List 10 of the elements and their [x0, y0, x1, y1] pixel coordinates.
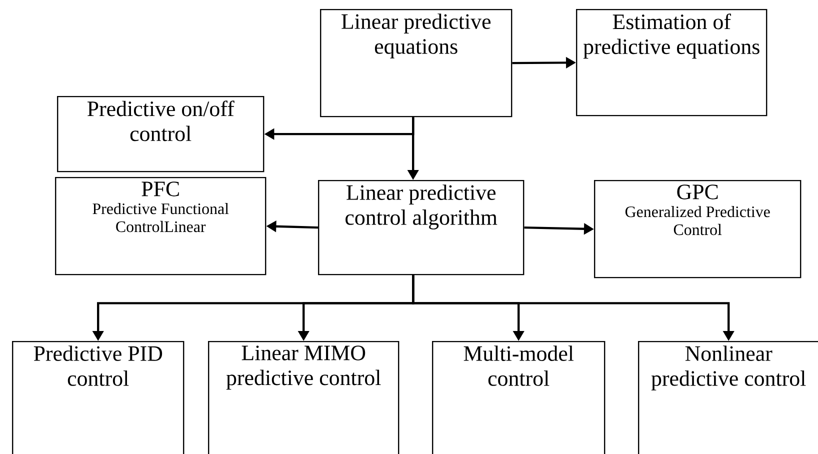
- box: Multi-model control: [432, 340, 606, 454]
- box: Nonlinear predictive control: [638, 340, 818, 454]
- box: PFC Predictive Functional ControlLinear: [55, 176, 266, 276]
- box: Linear predictive equations: [320, 8, 512, 118]
- box: Linear MIMO predictive control: [208, 340, 400, 454]
- box: Predictive on/off control: [57, 96, 264, 172]
- box: Estimation of predictive equations: [576, 8, 768, 116]
- box: GPC Generalized Predictive Control: [594, 180, 802, 278]
- box: Predictive PID control: [12, 340, 184, 454]
- box: Linear predictive control algorithm: [318, 180, 524, 276]
